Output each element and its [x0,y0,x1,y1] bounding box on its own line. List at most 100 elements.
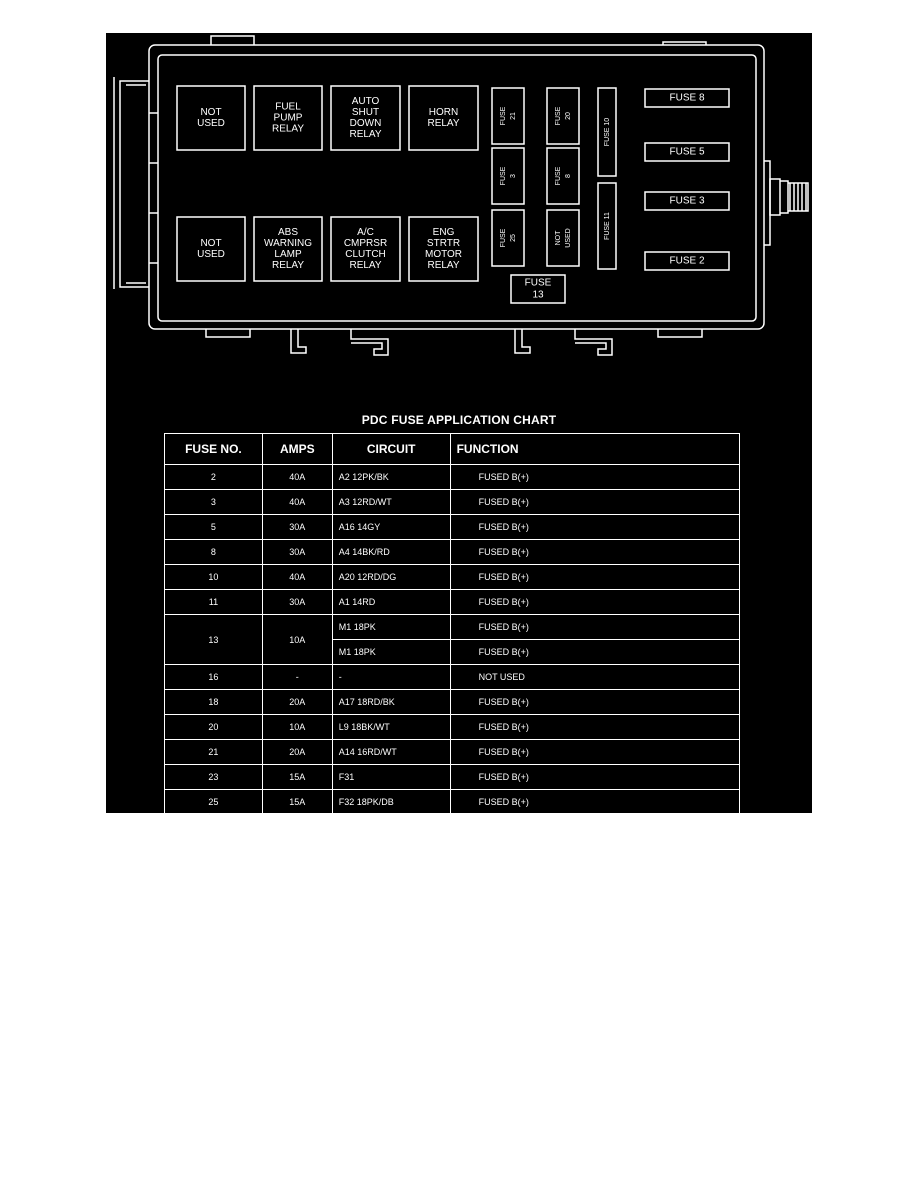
fuse-number-cell: 11 [164,589,263,615]
function-cell: FUSED B(+) [449,714,741,740]
fuse-label: FUSE 10 [604,118,611,147]
circuit-cell: A16 14GY [331,514,451,540]
relay-fuel-pump [253,85,323,151]
chart-title: PDC FUSE APPLICATION CHART [361,413,557,427]
circuit-cell: L9 18BK/WT [331,714,451,740]
fuse-5 [644,142,730,162]
fuse-label: FUSE 8 [669,93,704,104]
circuit-cell: A20 12RD/DG [331,564,451,590]
fuse-number-cell: 2 [164,464,263,490]
amps-cell: 30A [261,539,333,565]
circuit-cell: A4 14BK/RD [331,539,451,565]
fuse-25 [491,209,525,267]
function-cell: FUSED B(+) [449,614,741,640]
fuse-8 [644,88,730,108]
relay-not-used-top [176,85,246,151]
fuse-number-cell: 23 [164,764,263,790]
fuse-number-cell: 21 [164,739,263,765]
fuse-number-cell: 20 [164,714,263,740]
amps-cell: 15A [261,789,333,815]
function-cell: FUSED B(+) [449,489,741,515]
amps-cell: - [261,664,333,690]
function-cell: FUSED B(+) [449,789,741,815]
function-cell: FUSED B(+) [449,739,741,765]
header-amps: AMPS [261,433,333,465]
relay-not-used-bottom [176,216,246,282]
fuse-label: FUSE 3 [669,196,704,207]
circuit-cell: M1 18PK [331,639,451,665]
fuse-number-cell: 3 [164,489,263,515]
circuit-cell: A1 14RD [331,589,451,615]
circuit-cell: A17 18RD/BK [331,689,451,715]
fuse-3-mini [491,147,525,205]
amps-cell: 30A [261,514,333,540]
fuse-label: FUSE 11 [604,212,611,240]
function-cell: NOT USED [449,664,741,690]
fuse-not-used [546,209,580,267]
fuse-21 [491,87,525,145]
maxi-fuse-group: FUSE 8 FUSE 5 FUSE 3 FUSE 2 [644,88,730,271]
relay-engine-starter-motor [408,216,479,282]
fuse-13 [510,274,566,304]
function-cell: FUSED B(+) [449,539,741,565]
relay-auto-shut-down [330,85,401,151]
fuse-number-cell: 25 [164,789,263,815]
function-cell: FUSED B(+) [449,464,741,490]
amps-cell: 10A [261,614,333,665]
fuse-20 [546,87,580,145]
amps-cell: 40A [261,489,333,515]
function-cell: FUSED B(+) [449,589,741,615]
cartridge-fuse-group: FUSE 10 FUSE 11 [597,87,617,270]
function-cell: FUSED B(+) [449,639,741,665]
header-circuit: CIRCUIT [331,433,451,465]
housing-outline [113,35,809,356]
fuse-2 [644,251,730,271]
fuse-number-cell: 10 [164,564,263,590]
relay-abs-warning-lamp [253,216,323,282]
circuit-cell: A3 12RD/WT [331,489,451,515]
amps-cell: 10A [261,714,333,740]
amps-cell: 15A [261,764,333,790]
function-cell: FUSED B(+) [449,764,741,790]
function-cell: FUSED B(+) [449,689,741,715]
amps-cell: 30A [261,589,333,615]
circuit-cell: A2 12PK/BK [331,464,451,490]
fuse-number-cell: 5 [164,514,263,540]
table-row: 16--NOT USED [164,664,741,690]
header-fuse-no: FUSE NO. [164,433,263,465]
amps-cell: 20A [261,689,333,715]
fuse-number-cell: 16 [164,664,263,690]
function-cell: FUSED B(+) [449,514,741,540]
fuse-3 [644,191,730,211]
fuse-number-cell: 13 [164,614,263,665]
table-header-row: FUSE NO. AMPS CIRCUIT FUNCTION [164,433,741,465]
